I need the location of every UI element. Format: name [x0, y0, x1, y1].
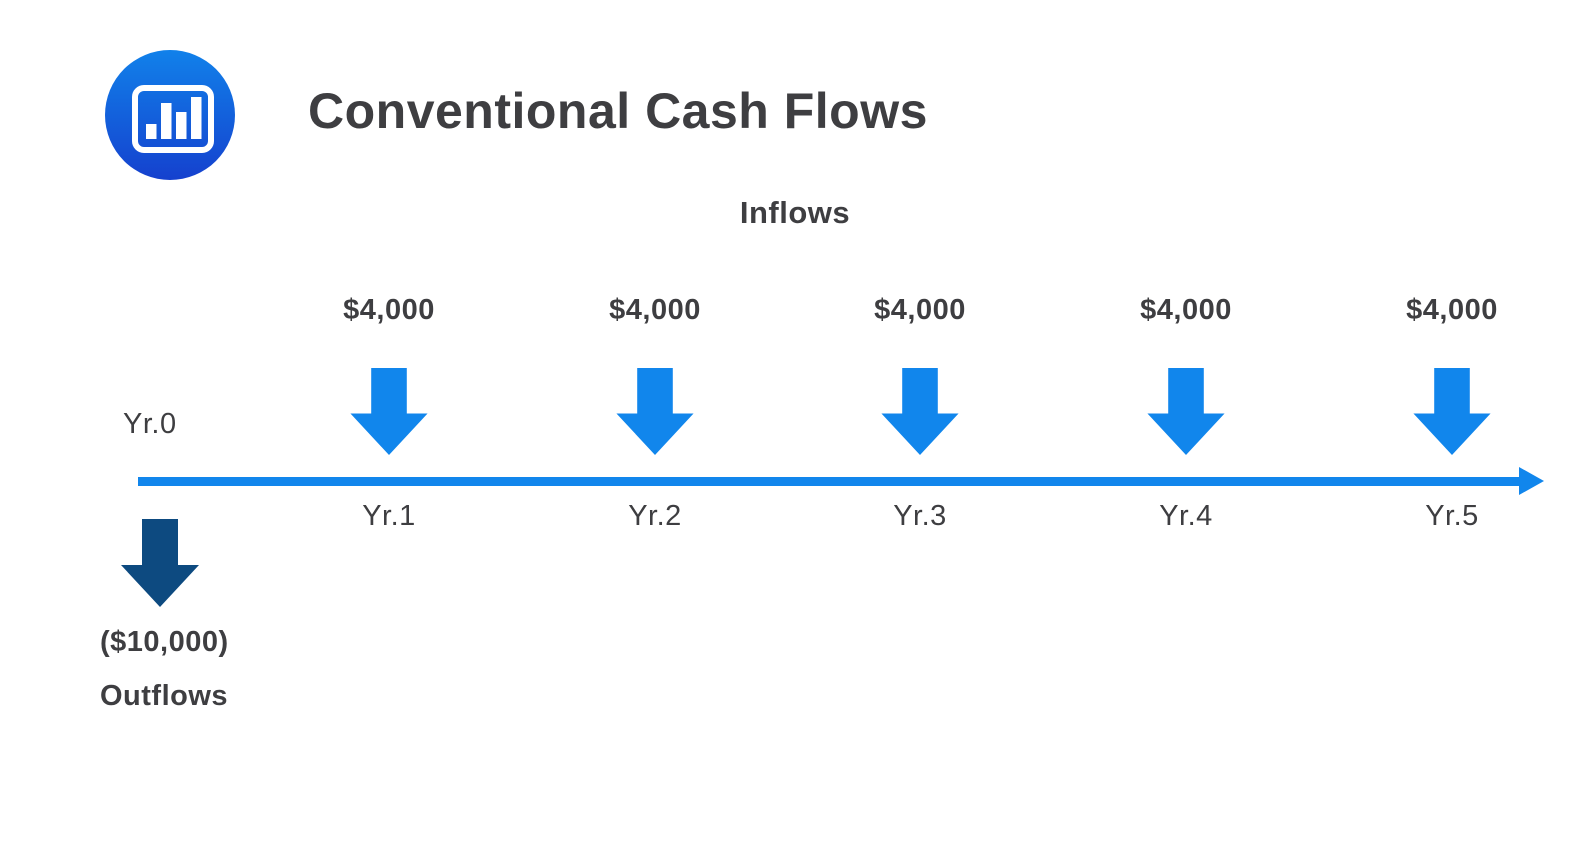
year-label-yr0: Yr.0 [123, 408, 177, 440]
inflow-amount-yr3: $4,000 [874, 294, 966, 326]
inflow-arrow-icon [350, 368, 428, 455]
bar-chart-icon [105, 50, 235, 180]
year-label-yr2: Yr.2 [628, 500, 682, 532]
year-label-yr4: Yr.4 [1159, 500, 1213, 532]
inflow-amount-yr2: $4,000 [609, 294, 701, 326]
year-label-yr1: Yr.1 [362, 500, 416, 532]
year-label-yr3: Yr.3 [893, 500, 947, 532]
outflows-label: Outflows [100, 680, 229, 712]
inflow-arrow-icon [1413, 368, 1491, 455]
inflow-arrow-icon [616, 368, 694, 455]
inflow-arrow-icon [1147, 368, 1225, 455]
page-title: Conventional Cash Flows [308, 83, 928, 139]
timeline-arrowhead-icon [1519, 467, 1544, 495]
inflows-label: Inflows [739, 195, 851, 230]
timeline-axis [138, 477, 1522, 486]
outflow-arrow-icon [121, 519, 199, 607]
inflow-arrow-icon [881, 368, 959, 455]
year-label-yr5: Yr.5 [1425, 500, 1479, 532]
inflow-amount-yr5: $4,000 [1406, 294, 1498, 326]
inflow-amount-yr1: $4,000 [343, 294, 435, 326]
outflow-amount: ($10,000) [100, 626, 229, 658]
inflow-amount-yr4: $4,000 [1140, 294, 1232, 326]
